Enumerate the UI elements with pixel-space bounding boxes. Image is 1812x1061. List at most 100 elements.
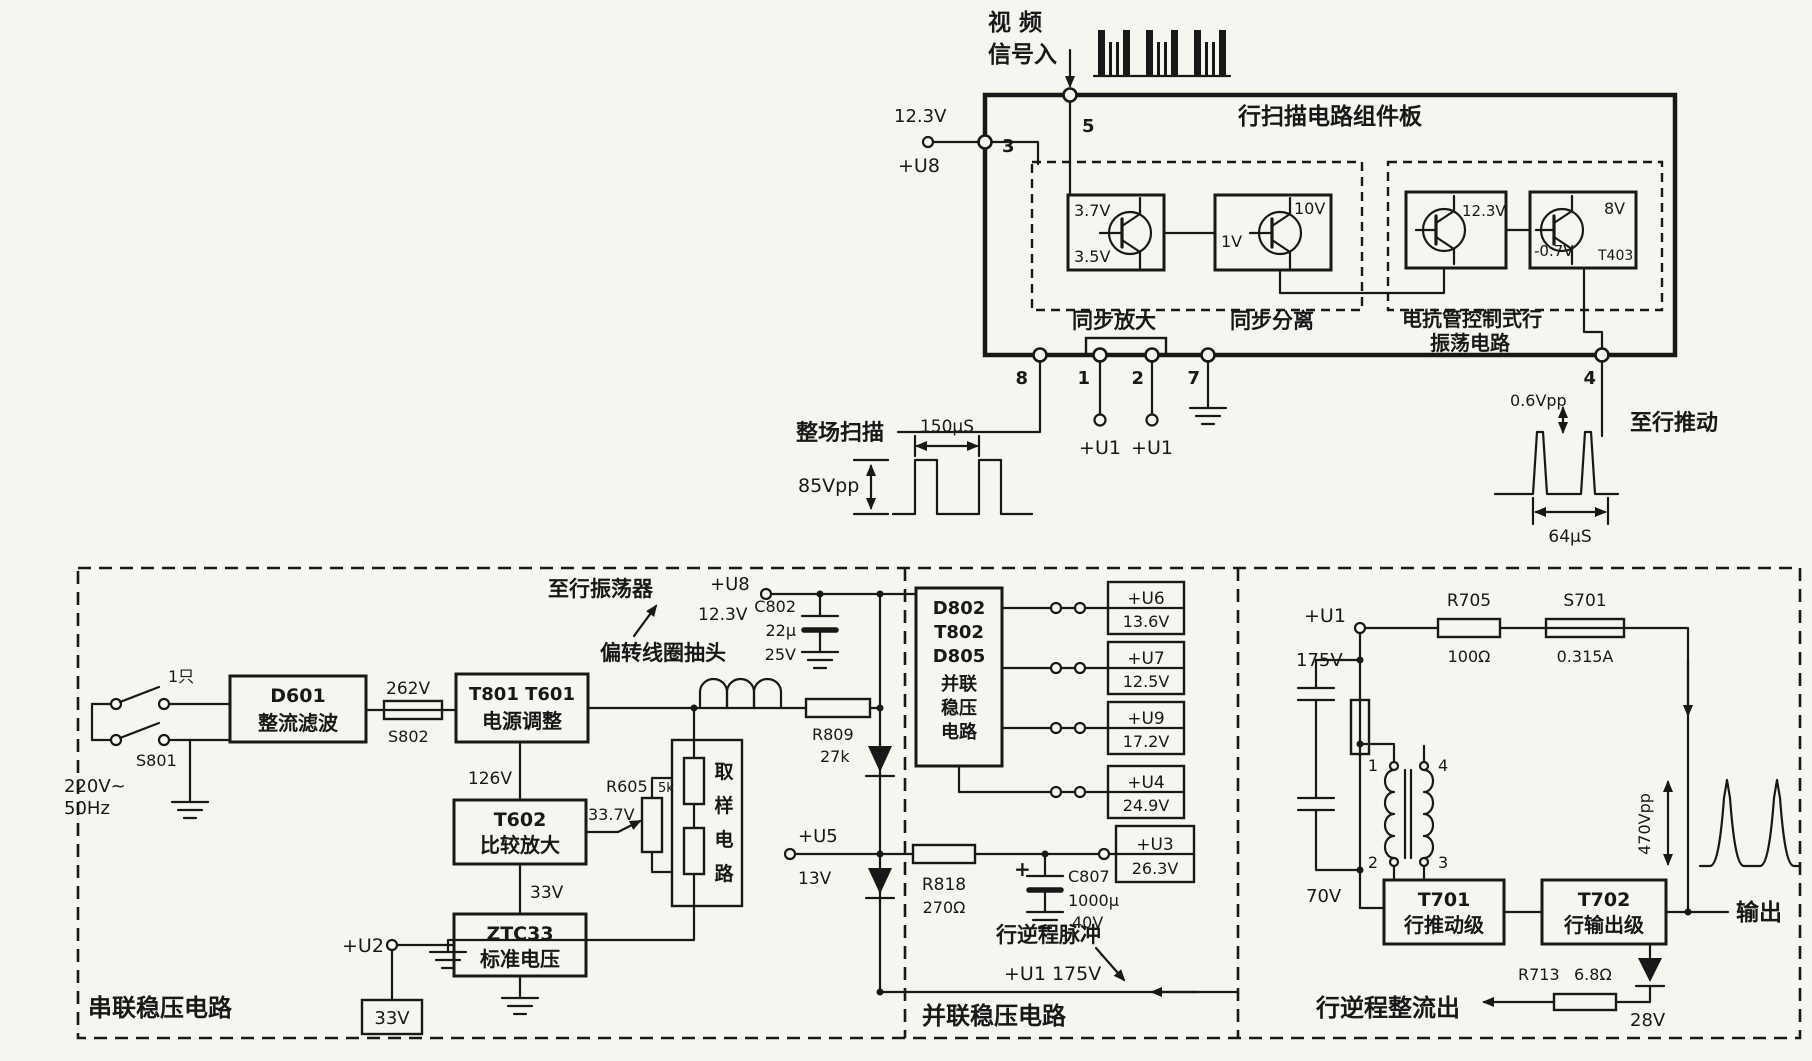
r818-value: 270Ω	[923, 898, 966, 917]
diode-icon	[1638, 958, 1662, 982]
osc-label-line2: 振荡电路	[1430, 331, 1511, 355]
ztc-label: 标准电压	[480, 947, 560, 971]
line-driver-block: T701 行推动级	[1382, 878, 1506, 946]
resistor-r818	[911, 843, 977, 865]
u3-rail: R818 270Ω + C807 1000μ 40V +U3 26.3V	[911, 824, 1196, 932]
sampling-resistor-2	[682, 826, 706, 876]
u4-voltage: 24.9V	[1123, 796, 1170, 815]
video-signal-waveform	[1092, 30, 1232, 78]
pin-1-number: 1	[1077, 368, 1090, 389]
rectified-output-label: 行逆程整流出	[1315, 994, 1460, 1022]
u2-label: +U2	[342, 935, 384, 957]
potentiometer-r605	[640, 796, 664, 854]
mains-freq-label: 50Hz	[64, 798, 110, 819]
reference-voltage-block: ZTC33 标准电压	[452, 912, 588, 978]
transistor-icon	[1098, 196, 1153, 270]
drive-pulse-period: 64μS	[1548, 527, 1591, 547]
r713-ref: R713	[1518, 965, 1560, 984]
drive-pulse-amplitude: 0.6Vpp	[1510, 391, 1567, 410]
pin-2-number: 2	[1131, 368, 1144, 389]
field-scan-label: 整场扫描	[796, 420, 884, 446]
to-oscillator-arrow-icon	[632, 604, 658, 638]
voltage-33: 33V	[530, 883, 564, 903]
u1-terminal-label-a: +U1	[1079, 437, 1121, 459]
sync-separator: 1V 10V	[1213, 193, 1333, 272]
rectified-output-branch: R713 6.8Ω 28V 行逆程整流出	[1315, 942, 1666, 1031]
capacitor-c802: C802 22μ 25V	[754, 592, 840, 670]
c807-voltage: 40V	[1072, 913, 1103, 932]
power-adjust-refs: T801 T601	[469, 684, 575, 705]
shunt-regulator-block: D802 T802 D805 并联 稳压 电路	[914, 586, 1004, 768]
drive-pulse-waveform	[1493, 430, 1620, 496]
sampling-label-char4: 路	[714, 862, 734, 885]
sampling-ground-icon	[428, 904, 696, 970]
reg-line1: D802	[933, 598, 986, 619]
power-section-dashed-box	[76, 566, 1802, 1040]
field-pulse-waveform: 85Vpp 150μS	[798, 417, 1034, 516]
osc-voltage-1: 12.3V	[1462, 202, 1506, 220]
pin7-ground-icon	[1188, 359, 1228, 426]
comparator-ref: T602	[494, 809, 547, 831]
voltage-28: 28V	[1630, 1010, 1666, 1031]
power-adjust-label: 电源调整	[482, 709, 562, 733]
series-regulator-section: 1只 S801 220V~ 50Hz D601 整流滤波 262V S802	[64, 574, 918, 1036]
u7-voltage: 12.5V	[1123, 672, 1170, 691]
r818-ref: R818	[922, 875, 966, 895]
board-supply-terminal: 12.3V +U8	[894, 106, 981, 177]
rectifier-label: 整流滤波	[257, 711, 339, 735]
voltage-126: 126V	[468, 769, 512, 789]
capacitor-c807: + C807 1000μ 40V	[1014, 852, 1119, 932]
sync-amp-label: 同步放大	[1072, 309, 1156, 333]
xfmr-pin3: 3	[1438, 853, 1448, 872]
t702-label: 行输出级	[1563, 913, 1644, 937]
supply-voltage-label: 12.3V	[894, 106, 947, 127]
board-title: 行扫描电路组件板	[1237, 103, 1423, 130]
u8-voltage: 12.3V	[698, 605, 748, 625]
to-line-oscillator-label: 至行振荡器	[548, 577, 654, 601]
r605-ref: R605	[606, 777, 648, 796]
sync-amp-emitter-voltage: 3.5V	[1074, 247, 1110, 266]
sync-amplifier: 3.7V 3.5V	[1066, 193, 1166, 272]
sampling-network: 33.7V R605 5k 取 样 电 路	[428, 738, 744, 970]
fuse-s802: S802	[382, 699, 444, 746]
u1-terminals: +U1 +U1	[1079, 359, 1173, 459]
pin-7-bump	[1200, 347, 1216, 363]
sampling-label-char1: 取	[714, 761, 733, 783]
shunt-section-title: 并联稳压电路	[922, 1002, 1067, 1030]
sync-sep-base-voltage: 1V	[1221, 232, 1242, 251]
t702-ref: T702	[1578, 889, 1631, 911]
field-pulse-amplitude: 85Vpp	[798, 475, 859, 497]
video-input-label-line2: 信号入	[988, 41, 1057, 68]
pin-1-bump	[1092, 347, 1108, 363]
switch-qty-label: 1只	[168, 667, 194, 686]
r713-value: 6.8Ω	[1574, 965, 1612, 984]
vertical-resistor	[1349, 698, 1371, 756]
r809-value: 27k	[820, 747, 850, 766]
comparator-block: T602 比较放大	[452, 798, 588, 866]
drive-output-annotation: 至行推动 0.6Vpp 64μS	[1493, 359, 1718, 547]
pin-5-number: 5	[1082, 116, 1095, 137]
oscillator-stage-2: 8V -0.7V T403	[1528, 190, 1638, 270]
u1-terminal-label-b: +U1	[1131, 437, 1173, 459]
fuse-s701: S701 0.315A	[1544, 591, 1626, 666]
rectifier-ref: D601	[270, 685, 325, 707]
comparator-label: 比较放大	[480, 833, 560, 857]
u3-label: +U3	[1136, 835, 1174, 855]
board-connector-block	[1084, 336, 1168, 357]
osc-voltage-2: 8V	[1604, 199, 1625, 218]
resistor-r705: R705 100Ω	[1436, 591, 1502, 666]
power-adjust-block: T801 T601 电源调整	[454, 672, 590, 744]
r705-value: 100Ω	[1448, 647, 1491, 666]
reg-line6: 电路	[941, 721, 978, 743]
xfmr-pin2: 2	[1368, 853, 1378, 872]
board-output-annotations: 整场扫描 85Vpp 150μS +U1 +U1	[796, 359, 1718, 547]
u2-terminal: +U2 33V	[342, 935, 456, 1036]
u8-label: +U8	[710, 574, 750, 595]
pin-8-number: 8	[1015, 368, 1028, 389]
r705-ref: R705	[1447, 591, 1491, 611]
diode-icon	[868, 868, 892, 894]
deflection-coil-tap-label: 偏转线圈抽头	[600, 641, 726, 665]
diode-icon	[868, 746, 892, 772]
pin-8-bump	[1032, 347, 1048, 363]
